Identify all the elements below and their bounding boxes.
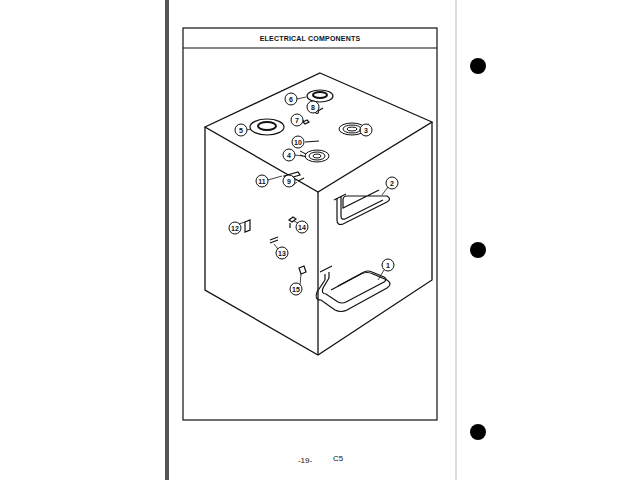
punch-hole (470, 424, 486, 440)
callout-number: 6 (289, 96, 293, 103)
callout-number: 2 (390, 180, 394, 187)
callout-number: 7 (295, 117, 299, 124)
title-rule (183, 47, 437, 48)
callout-number: 13 (278, 250, 286, 257)
callout-number: 9 (287, 178, 291, 185)
callout-number: 5 (239, 127, 243, 134)
callout-number: 11 (258, 178, 265, 185)
callout-circles (229, 93, 398, 295)
leader-lines (239, 97, 388, 285)
punch-hole (470, 242, 486, 258)
page-edge (456, 0, 457, 480)
cabinet-outline (205, 73, 432, 355)
broil-element (334, 190, 390, 225)
frame (183, 28, 437, 420)
surface-units (250, 90, 369, 162)
page-mark: C5 (333, 455, 343, 463)
callout-number: 4 (287, 152, 291, 159)
small-parts (245, 108, 323, 274)
callout-number: 15 (292, 286, 300, 293)
callout-number: 3 (364, 127, 368, 134)
callout-number: 14 (298, 224, 306, 231)
callout-number: 1 (386, 262, 390, 269)
diagram-title: ELECTRICAL COMPONENTS (260, 35, 361, 42)
callout-number: 8 (311, 104, 315, 111)
punch-hole (470, 58, 486, 74)
callout-number: 12 (231, 225, 239, 232)
bake-element (316, 266, 390, 312)
page-mark: -19- (298, 457, 312, 465)
callout-number: 10 (294, 139, 302, 146)
scan-edge (165, 0, 169, 480)
